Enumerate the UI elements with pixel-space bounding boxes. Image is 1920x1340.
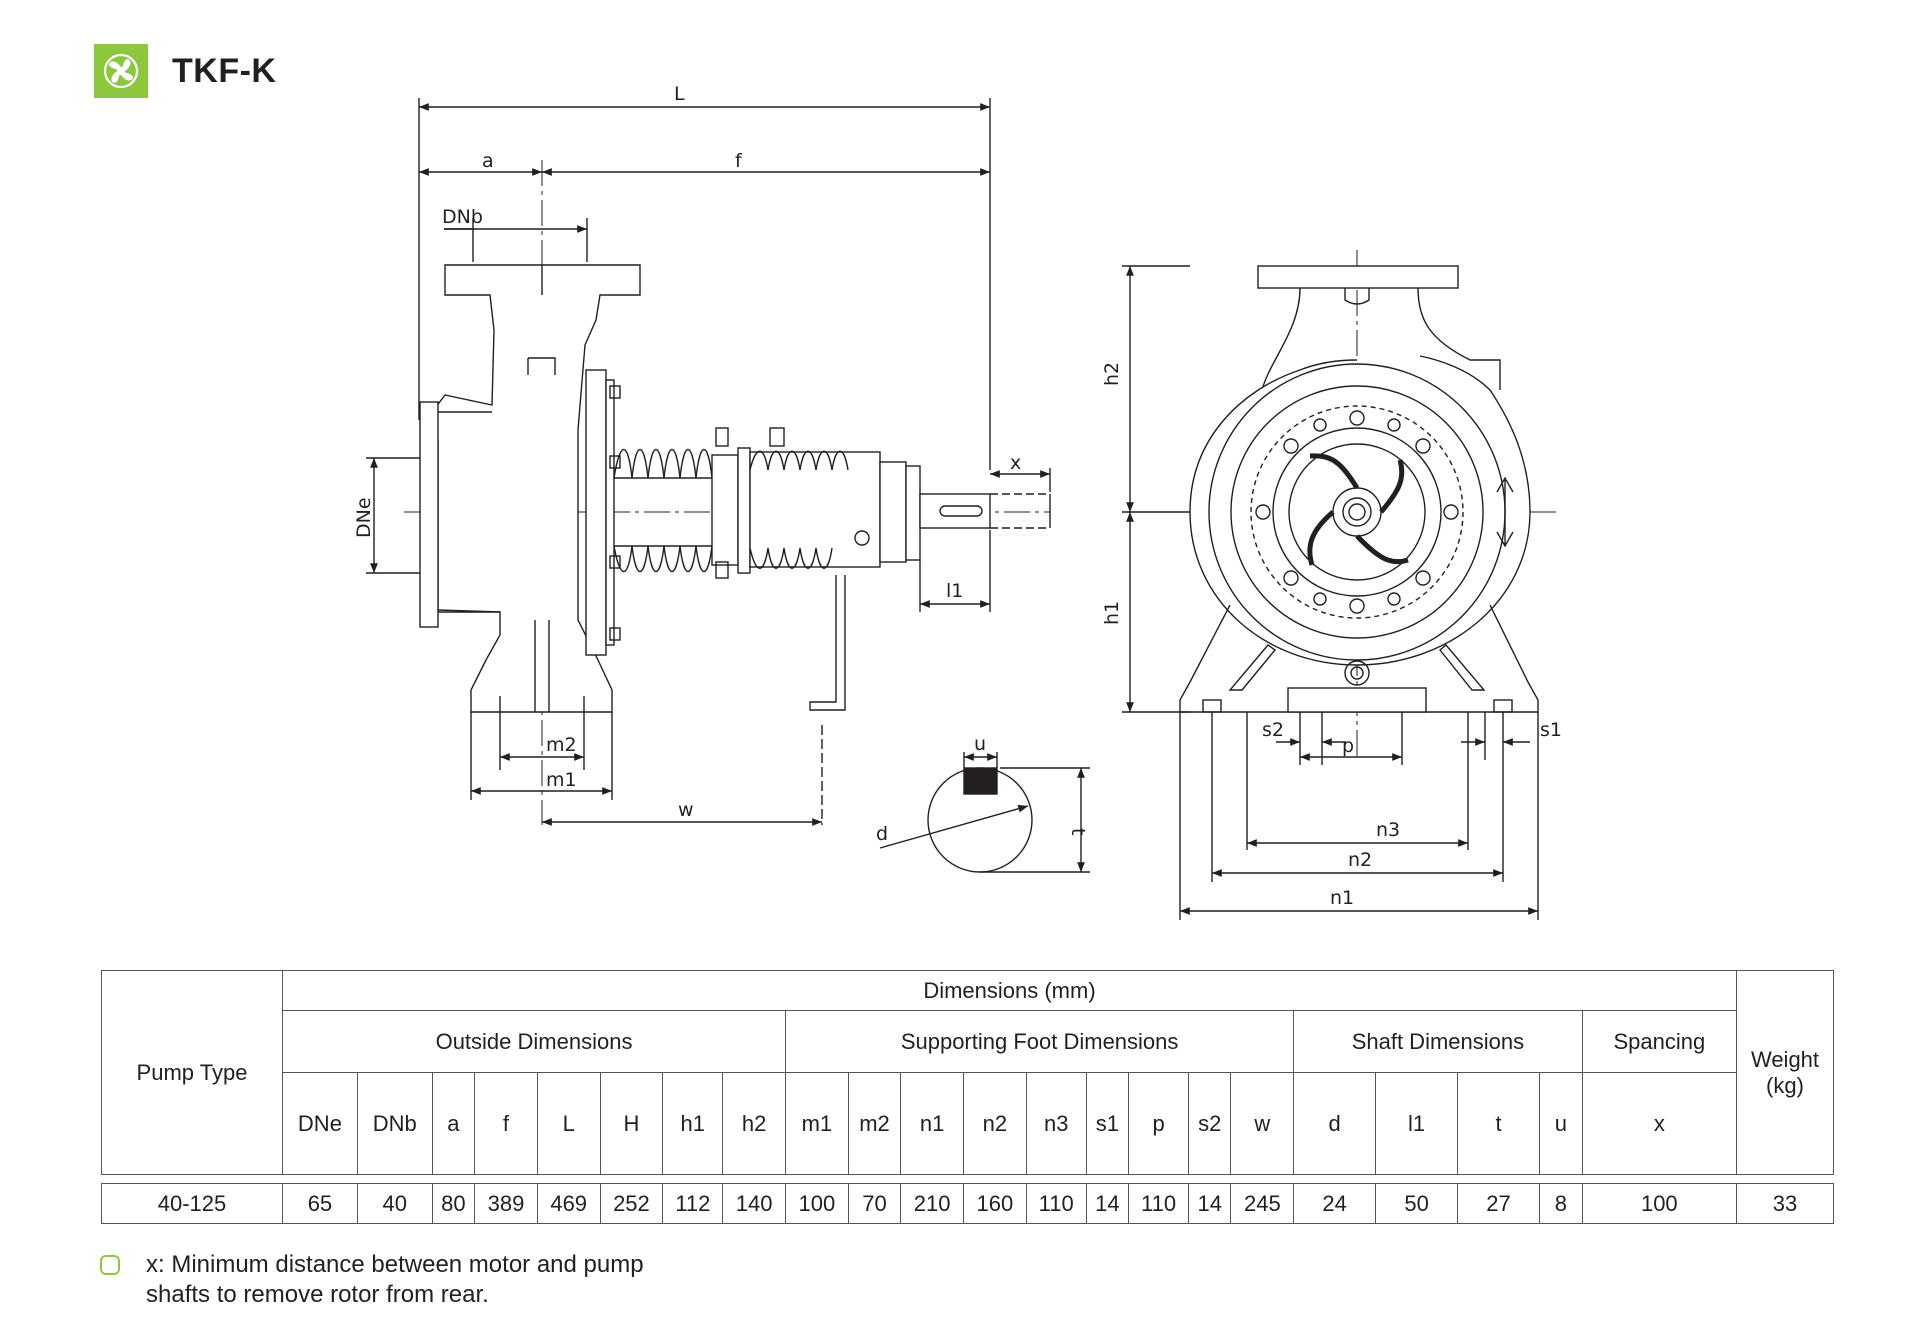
dim-label-d: d <box>876 823 888 845</box>
dim-label-x: x <box>1010 452 1021 474</box>
dim-label-s1: s1 <box>1540 719 1562 741</box>
fan-icon <box>103 53 139 89</box>
value-cell: 389 <box>474 1183 538 1224</box>
dim-label-w: w <box>678 799 694 821</box>
value-cell: 27 <box>1457 1183 1541 1224</box>
group-header: Supporting Foot Dimensions <box>785 1010 1295 1073</box>
dim-label-s2: s2 <box>1262 719 1284 741</box>
group-header: Shaft Dimensions <box>1293 1010 1583 1073</box>
value-cell: 112 <box>662 1183 724 1224</box>
group-header: Outside Dimensions <box>281 1010 787 1073</box>
dim-label-h2: h2 <box>1101 362 1123 386</box>
dim-label-dnb: DNb <box>442 206 483 228</box>
dim-label-f: f <box>735 150 743 172</box>
bullet-icon <box>100 1255 120 1275</box>
footnote-text: x: Minimum distance between motor and pu… <box>146 1251 644 1308</box>
group-header: Spancing <box>1581 1010 1738 1073</box>
header-pump-type: Pump Type <box>101 970 283 1175</box>
dim-label-n3: n3 <box>1376 819 1400 841</box>
value-cell: 80 <box>431 1183 476 1224</box>
pump-type-cell: 40-125 <box>101 1183 283 1224</box>
column-header: h2 <box>722 1072 787 1175</box>
value-cell: 24 <box>1293 1183 1377 1224</box>
column-header: w <box>1230 1072 1295 1175</box>
dim-label-n2: n2 <box>1348 849 1372 871</box>
column-header: f <box>474 1072 538 1175</box>
value-cell: 8 <box>1539 1183 1583 1224</box>
pump-dimension-drawing: L a f DNb DNe x l1 m2 m1 w u d t h2 h1 s… <box>353 83 1562 920</box>
value-cell: 70 <box>847 1183 902 1224</box>
value-cell: 50 <box>1375 1183 1459 1224</box>
column-header: DNe <box>282 1072 358 1175</box>
brand-logo <box>94 44 148 98</box>
column-header: m1 <box>785 1072 849 1175</box>
value-cell: 252 <box>599 1183 664 1224</box>
column-header: H <box>599 1072 664 1175</box>
value-cell: 65 <box>282 1183 358 1224</box>
value-cell: 469 <box>536 1183 601 1224</box>
footnote: x: Minimum distance between motor and pu… <box>100 1250 706 1310</box>
value-cell: 245 <box>1230 1183 1295 1224</box>
dim-label-L: L <box>674 83 685 105</box>
column-header: n3 <box>1025 1072 1087 1175</box>
column-header: L <box>536 1072 601 1175</box>
header-dimensions: Dimensions (mm) <box>282 970 1737 1011</box>
header-weight: Weight (kg) <box>1736 970 1834 1175</box>
column-header: s2 <box>1188 1072 1232 1175</box>
dim-label-t: t <box>1067 828 1089 835</box>
dim-label-dne: DNe <box>353 497 375 538</box>
value-cell: 160 <box>962 1183 1027 1224</box>
dim-label-n1: n1 <box>1330 887 1354 909</box>
dim-label-p: p <box>1342 735 1354 757</box>
value-cell: 100 <box>785 1183 849 1224</box>
column-header: p <box>1128 1072 1190 1175</box>
column-header: n2 <box>962 1072 1027 1175</box>
dim-label-h1: h1 <box>1101 601 1123 625</box>
column-header: m2 <box>847 1072 902 1175</box>
page-title: TKF-K <box>172 52 277 90</box>
weight-cell: 33 <box>1736 1183 1834 1224</box>
dimensions-table: Pump Type Dimensions (mm) Weight (kg) Ou… <box>101 970 1834 1224</box>
column-header: u <box>1539 1072 1583 1175</box>
dim-label-l1: l1 <box>946 580 963 602</box>
value-cell: 14 <box>1188 1183 1232 1224</box>
value-cell: 14 <box>1085 1183 1130 1224</box>
column-header: n1 <box>900 1072 964 1175</box>
column-header: DNb <box>356 1072 433 1175</box>
value-cell: 110 <box>1128 1183 1190 1224</box>
column-header: h1 <box>662 1072 724 1175</box>
column-header: d <box>1293 1072 1377 1175</box>
column-header: a <box>431 1072 476 1175</box>
dim-label-u: u <box>974 733 986 755</box>
value-cell: 40 <box>356 1183 433 1224</box>
value-cell: 100 <box>1581 1183 1738 1224</box>
dim-label-m1: m1 <box>546 769 577 791</box>
column-header: t <box>1457 1072 1541 1175</box>
dim-label-m2: m2 <box>546 734 577 756</box>
column-header: l1 <box>1375 1072 1459 1175</box>
dim-label-a: a <box>482 150 494 172</box>
value-cell: 110 <box>1025 1183 1087 1224</box>
value-cell: 210 <box>900 1183 964 1224</box>
column-header: x <box>1581 1072 1738 1175</box>
value-cell: 140 <box>722 1183 787 1224</box>
column-header: s1 <box>1085 1072 1130 1175</box>
